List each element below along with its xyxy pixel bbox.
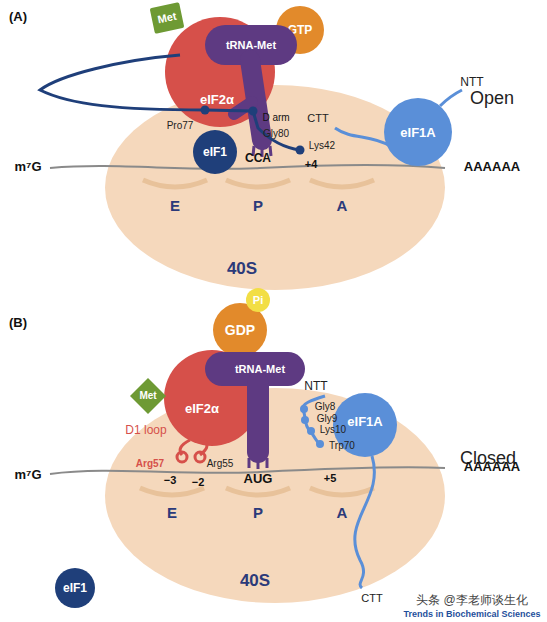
d1-loop-coil (195, 452, 205, 462)
methionine-outline (130, 378, 166, 414)
anticodon-prongs (253, 146, 271, 157)
anticodon-prongs (249, 458, 267, 469)
methionine-label: Met (139, 391, 156, 401)
eif1a-protein: eIF1A (384, 98, 452, 166)
trna-met-label: tRNA-Met (226, 40, 276, 51)
eif1-protein: eIF1 (193, 130, 237, 174)
methionine: Met (150, 2, 185, 34)
mrna-cap-label: m⁷G (14, 160, 41, 173)
eif2-alpha-protein-outline (164, 350, 260, 446)
trna-d-arm (234, 102, 252, 114)
trna-met-outline (205, 352, 305, 386)
eif1-protein-outline (193, 130, 237, 174)
eif2-alpha-tail (40, 55, 300, 150)
eif1-protein-label: eIF1 (203, 146, 227, 158)
watermark: 头条 @李老师谈生化 (416, 594, 528, 606)
phosphate-outline (246, 288, 270, 312)
eif1a-protein-outline (333, 393, 397, 457)
eif2-alpha-protein-label: eIF2α (185, 402, 219, 415)
mrna-cap-label: m⁷G (14, 468, 41, 481)
eif1a-protein-label: eIF1A (347, 415, 382, 428)
ribosome-40s-outline (105, 388, 445, 603)
methionine: Met (130, 378, 166, 414)
tail-label: NTT (460, 76, 483, 88)
state-label: Closed (460, 449, 516, 467)
gdp-label: GDP (225, 323, 255, 337)
gtp-outline (276, 6, 324, 54)
residue-dot (301, 416, 309, 424)
eif1-protein: eIF1 (55, 568, 95, 608)
panel-label: (A) (9, 10, 27, 23)
trna-arm (250, 60, 262, 140)
residue-dot (201, 106, 210, 115)
eif1-protein-outline (55, 568, 95, 608)
methionine-outline (150, 2, 185, 34)
d1-loop-coil (177, 452, 187, 462)
ribosome-40s-label: 40S (240, 572, 270, 589)
eif1a-ntt-tail (440, 90, 462, 106)
eif2-alpha-protein-label: eIF2α (200, 93, 234, 106)
trna-met-outline (205, 25, 297, 65)
phosphate-label: Pi (253, 295, 263, 306)
eif1a-protein-label: eIF1A (400, 126, 435, 139)
residue-dot (249, 107, 258, 116)
eif1-protein-label: eIF1 (63, 582, 87, 594)
ribosome-40s-label: 40S (227, 260, 257, 277)
gdp-outline (213, 303, 267, 357)
trna-met: tRNA-Met (205, 25, 297, 65)
residue-dot (296, 146, 305, 155)
residue-dot (300, 405, 308, 413)
poly-a-label: AAAAAA (464, 160, 520, 173)
trna-arm (247, 384, 269, 452)
eif1a-protein: eIF1A (333, 393, 397, 457)
poly-a-label: AAAAAA (464, 460, 520, 473)
eif1a-ntt-tail (303, 396, 325, 444)
panel-label: (B) (9, 316, 27, 329)
source-credit: Trends in Biochemical Sciences (403, 610, 540, 619)
state-label: Open (470, 89, 514, 107)
phosphate: Pi (246, 288, 270, 312)
residue-dot (307, 427, 315, 435)
trna-met-label: tRNA-Met (235, 364, 285, 375)
residue-dot (316, 440, 324, 448)
d1-loop (180, 440, 207, 455)
eif1a-protein-outline (384, 98, 452, 166)
tail-label: CTT (361, 593, 382, 604)
trna-met: tRNA-Met (205, 352, 305, 386)
